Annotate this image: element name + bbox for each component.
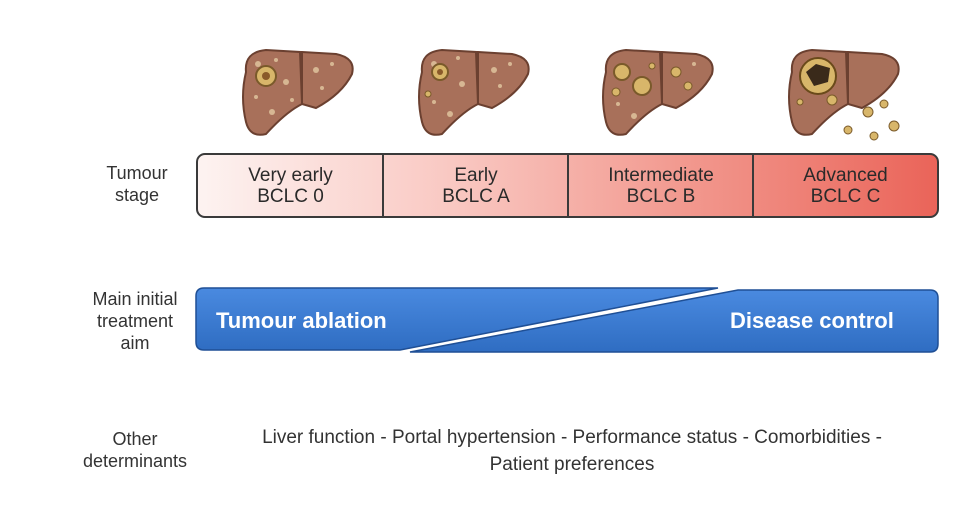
tumour-ablation-wedge [195,287,719,351]
tumour-stage-label-line2: stage [114,185,160,205]
disease-control-text: Disease control [730,308,894,333]
tumour-stage-label: Tumour stage [82,162,192,206]
stage-code: BCLC C [810,185,881,207]
stage-name: Very early [248,164,333,186]
stage-divider [567,155,569,216]
stage-advanced: Advanced BCLC C [754,155,937,216]
tumour-stage-label-line1: Tumour [106,163,168,183]
stage-divider [752,155,754,216]
stage-divider [382,155,384,216]
other-determinants-text: Liver function - Portal hypertension - P… [212,424,932,478]
other-determinants-label-line1: Other [112,429,158,449]
stage-name: Advanced [803,164,888,186]
other-determinants-label-line2: determinants [82,451,188,471]
liver-early-icon [418,48,530,136]
stage-early: Early BCLC A [384,155,568,216]
stage-code: BCLC 0 [257,185,324,207]
determinants-line2: Patient preferences [489,454,655,475]
stage-code: BCLC B [626,185,696,207]
liver-advanced-icon [788,48,900,141]
stage-name: Intermediate [608,164,714,186]
liver-intermediate-icon [602,48,714,136]
tumour-stage-bar: Very early BCLC 0 Early BCLC A Intermedi… [196,153,939,218]
liver-very-early-icon [242,48,354,136]
treatment-aim-label-line3: aim [120,333,150,353]
stage-name: Early [454,164,498,186]
treatment-aim-label-line1: Main initial [92,289,178,309]
determinants-line1: Liver function - Portal hypertension - P… [262,427,882,448]
treatment-aim-bar [195,287,939,353]
stage-code: BCLC A [442,185,510,207]
treatment-aim-label: Main initial treatment aim [70,288,200,354]
tumour-ablation-text: Tumour ablation [216,308,387,333]
other-determinants-label: Other determinants [68,428,202,472]
disease-control-wedge [409,289,939,353]
treatment-aim-label-line2: treatment [96,311,174,331]
stage-very-early: Very early BCLC 0 [198,155,383,216]
stage-intermediate: Intermediate BCLC B [569,155,753,216]
